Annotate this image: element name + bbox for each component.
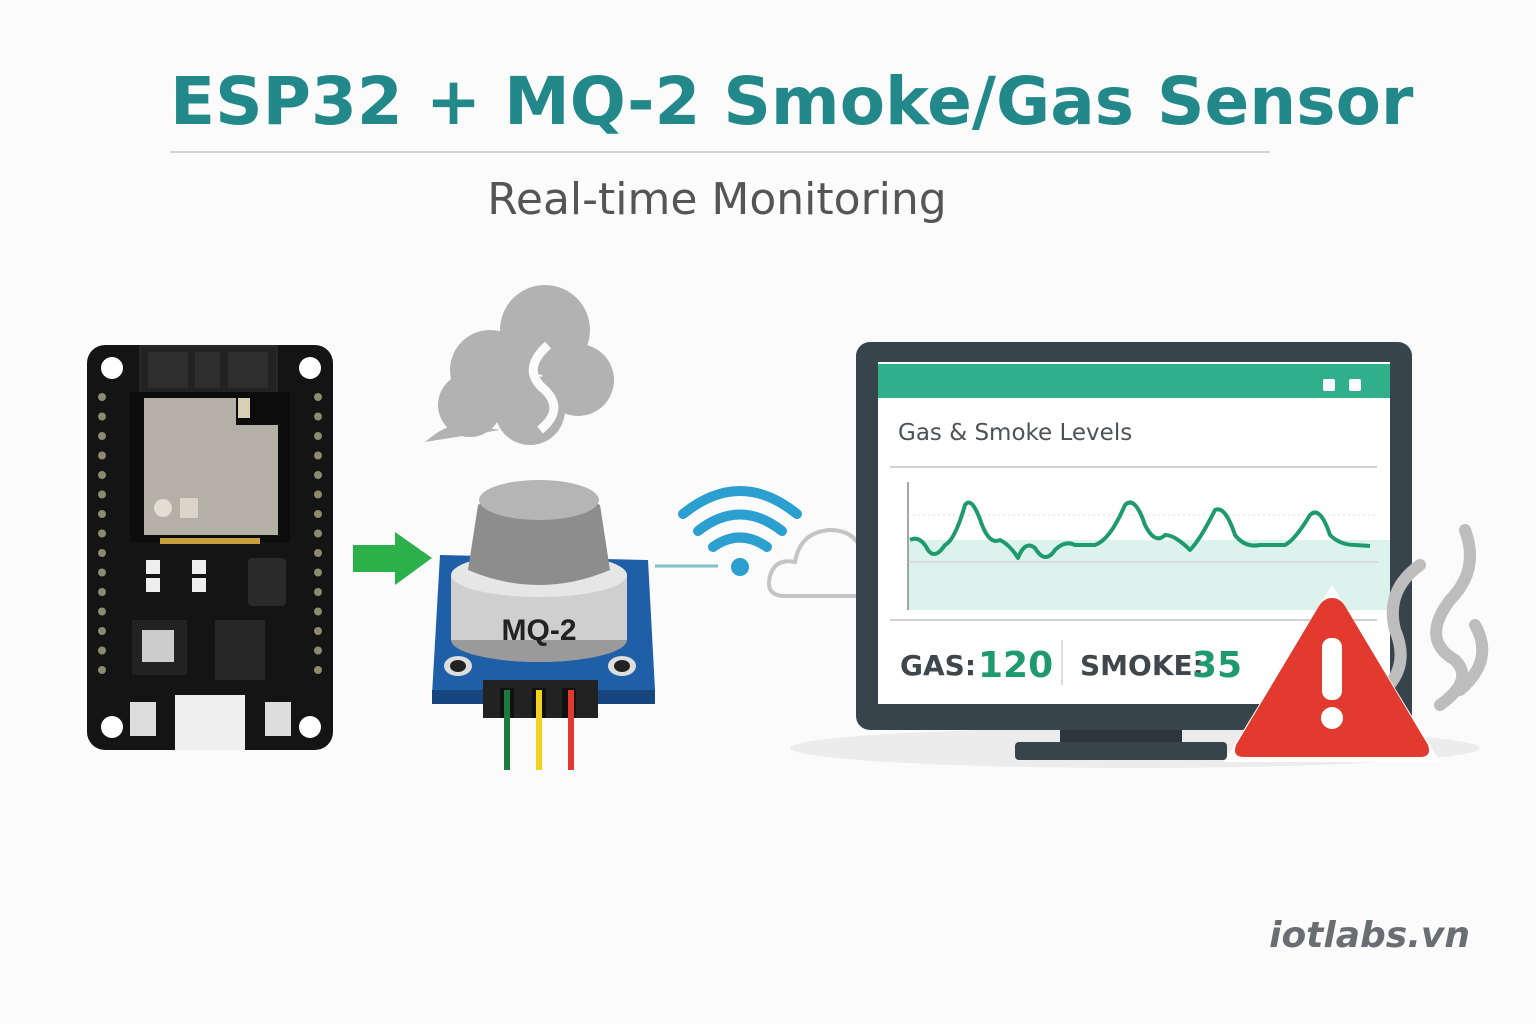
header-pin (314, 666, 322, 674)
header-pin (98, 451, 106, 460)
header-pin (98, 568, 106, 577)
smoke-label: SMOKE: (1080, 649, 1204, 682)
header-pin (98, 529, 106, 538)
gas-value: 120 (978, 645, 1053, 686)
warning-icon (1224, 585, 1440, 762)
header-pin (314, 432, 322, 440)
header-pin (98, 510, 106, 518)
header-pin (314, 471, 322, 479)
header-pin (98, 646, 106, 655)
brand-watermark: iotlabs.vn (1269, 915, 1470, 956)
sparkline-chart (907, 482, 1390, 610)
header-pin (314, 607, 322, 616)
header-pin (98, 588, 106, 596)
header-pin (98, 549, 106, 557)
header-pin (314, 393, 322, 401)
header-pin (98, 666, 106, 674)
header-pin (314, 412, 322, 421)
wifi-icon (678, 486, 802, 576)
sensor-label: MQ-2 (502, 614, 577, 647)
header-pin (314, 646, 322, 655)
page-subtitle: Real-time Monitoring (487, 174, 946, 225)
header-pin (98, 627, 106, 635)
page-title: ESP32 + MQ-2 Smoke/Gas Sensor (170, 63, 1414, 140)
header-pin (98, 432, 106, 440)
header-pin (314, 568, 322, 577)
arrow-right-icon (353, 532, 432, 585)
header-pin (314, 627, 322, 635)
header-pin (98, 393, 106, 401)
header-pin (314, 529, 322, 538)
header-pin (314, 549, 322, 557)
window-button (1349, 379, 1361, 391)
esp32-board-icon (87, 345, 333, 750)
header-pin (314, 510, 322, 518)
header-pin (98, 490, 106, 499)
header-pin (314, 588, 322, 596)
header-pin (314, 490, 322, 499)
window-button (1323, 379, 1335, 391)
header-pin (98, 607, 106, 616)
dashboard-title: Gas & Smoke Levels (898, 420, 1132, 446)
mq2-sensor-icon: MQ-2 (432, 480, 655, 770)
header-pin (98, 412, 106, 421)
header-pin (98, 471, 106, 479)
header-pin (314, 451, 322, 460)
smoke-wisps-icon (1379, 524, 1489, 711)
smoke-cloud-icon (425, 285, 614, 445)
gas-label: GAS: (900, 649, 976, 682)
smoke-value: 35 (1192, 645, 1242, 686)
